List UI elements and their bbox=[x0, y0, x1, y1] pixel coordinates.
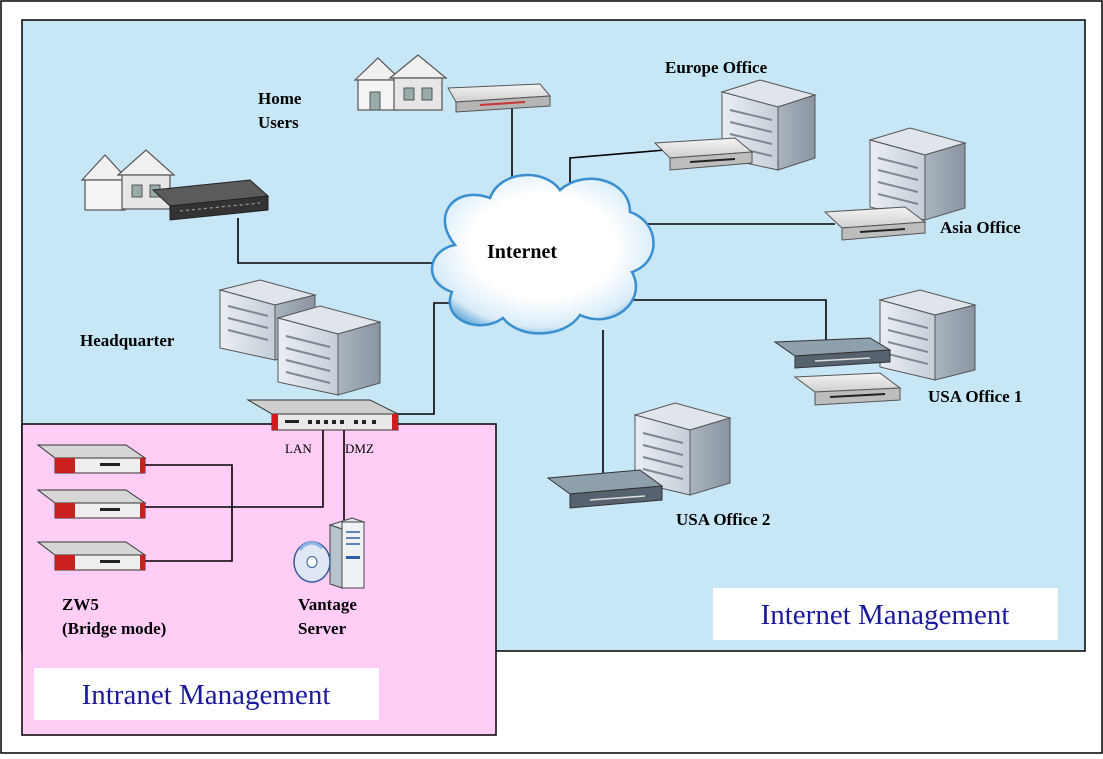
office-building-icon bbox=[868, 127, 967, 221]
asia-office-label: Asia Office bbox=[940, 218, 1021, 237]
vantage-server-label-line2: Server bbox=[298, 619, 347, 638]
office-building-icon bbox=[276, 305, 382, 396]
office-building-icon bbox=[633, 402, 732, 496]
headquarter-label: Headquarter bbox=[80, 331, 175, 350]
security-appliance-icon bbox=[36, 489, 147, 519]
internet-management-label: Internet Management bbox=[761, 599, 1010, 631]
office-building-icon bbox=[878, 289, 977, 381]
router-icon bbox=[546, 469, 664, 509]
house-icon bbox=[353, 54, 448, 111]
intranet-management-label: Intranet Management bbox=[82, 679, 331, 711]
usa-office-1-label: USA Office 1 bbox=[928, 387, 1022, 406]
security-appliance-icon bbox=[36, 444, 147, 474]
internet-management-label-box bbox=[713, 588, 1058, 640]
usa-office-2-label: USA Office 2 bbox=[676, 510, 770, 529]
intranet-management-label-box bbox=[34, 668, 379, 720]
vantage-server-label-line1: Vantage bbox=[298, 595, 357, 614]
europe-office-label: Europe Office bbox=[665, 58, 768, 77]
home-users-label-line2: Users bbox=[258, 113, 299, 132]
server-tower-icon bbox=[328, 517, 366, 589]
router-icon bbox=[793, 372, 902, 406]
link-home-user-2 bbox=[237, 218, 448, 264]
security-appliance-icon bbox=[246, 399, 399, 431]
link-lan-zw5-2 bbox=[145, 429, 324, 508]
cd-disc-icon bbox=[293, 541, 331, 583]
zw5-label-line1: ZW5 bbox=[62, 595, 99, 614]
lan-port-label: LAN bbox=[285, 441, 312, 456]
zw5-label-line2: (Bridge mode) bbox=[62, 619, 166, 638]
router-icon bbox=[653, 137, 754, 171]
link-zw5-bridge bbox=[145, 464, 233, 562]
home-users-label-line1: Home bbox=[258, 89, 302, 108]
router-icon bbox=[773, 337, 892, 369]
router-icon bbox=[823, 206, 927, 241]
link-usa-office-1 bbox=[632, 299, 827, 340]
security-appliance-icon bbox=[36, 541, 147, 571]
router-icon bbox=[447, 83, 552, 113]
cloud-icon bbox=[430, 173, 655, 335]
internet-label: Internet bbox=[487, 241, 557, 263]
dmz-port-label: DMZ bbox=[345, 441, 374, 456]
router-icon bbox=[151, 179, 270, 221]
